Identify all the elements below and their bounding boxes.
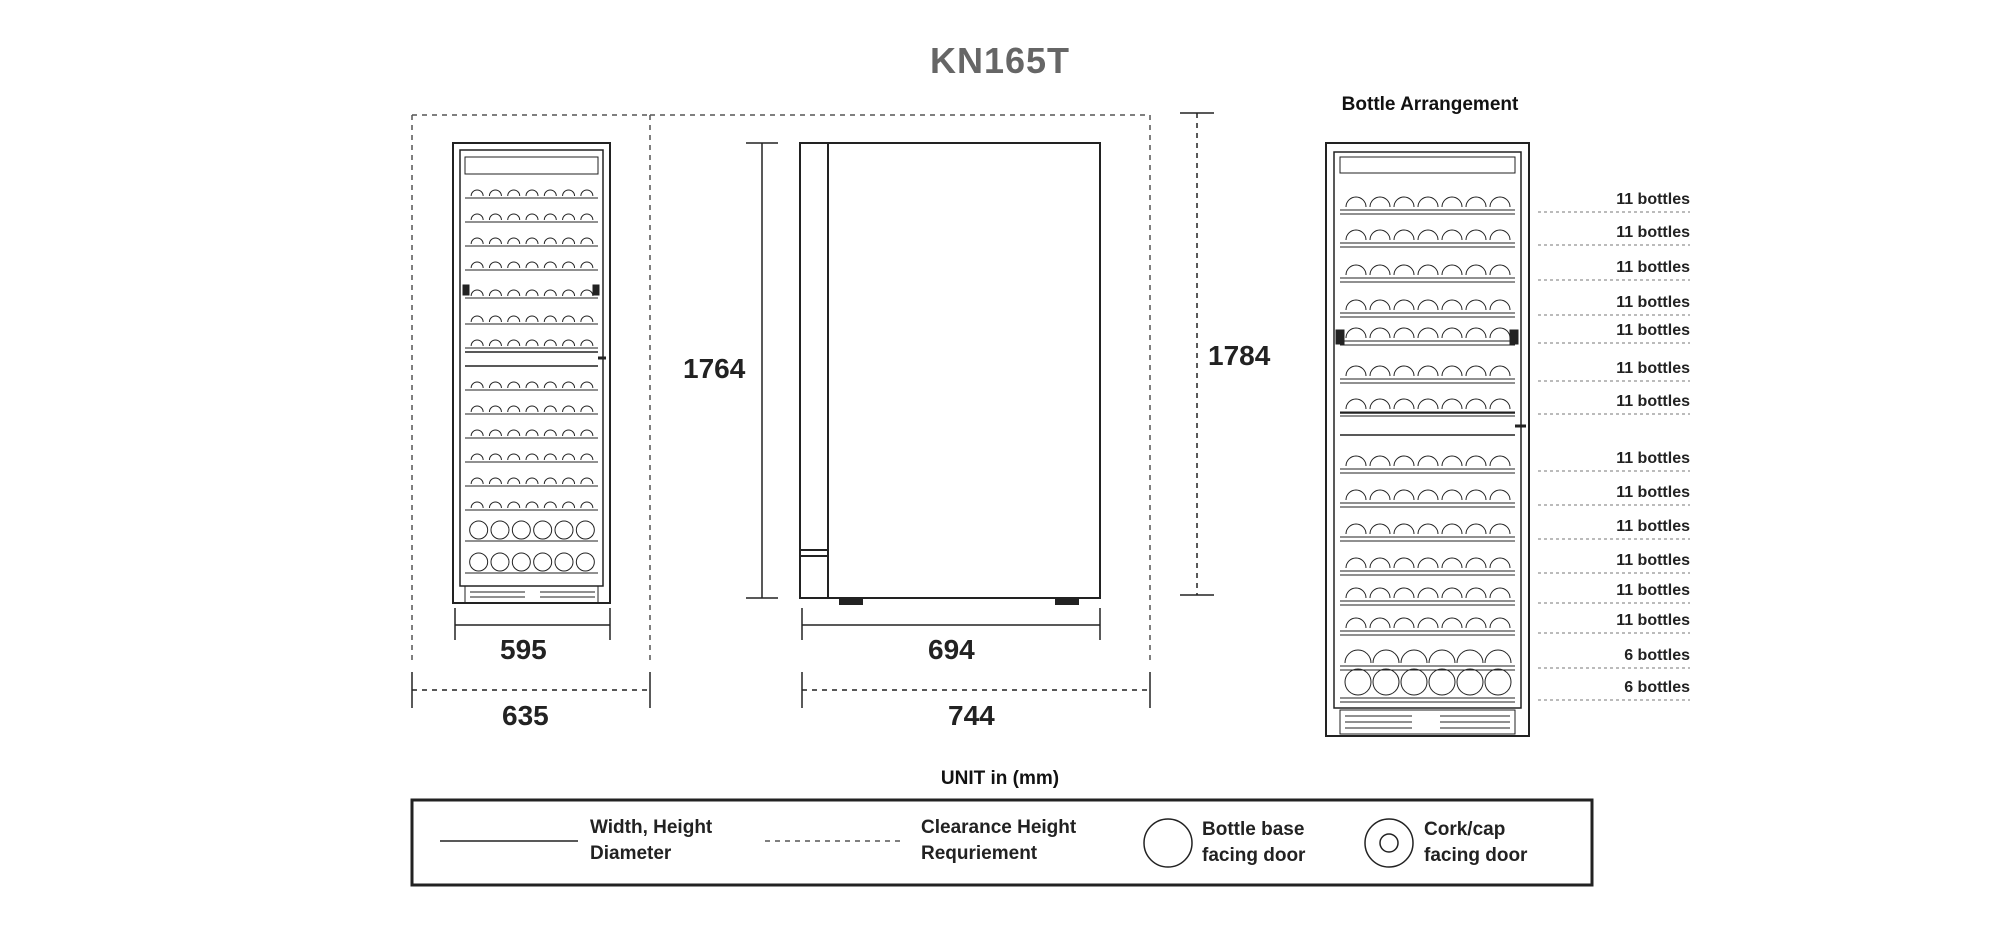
front-shelf-row [465,237,598,247]
arrangement-shelf-row [1340,327,1515,346]
front-clearance-width-label: 635 [502,700,549,731]
legend-dashed-line1: Clearance Height [921,817,1077,838]
legend-circle-text: Bottle base facing door [1202,817,1305,869]
legend-circle-line1: Bottle base [1202,819,1305,840]
clearance-box-front [411,114,651,665]
legend-cork-line1: Cork/cap [1424,819,1506,840]
arrangement-shelves [1335,196,1519,703]
legend-solid-line1: Width, Height [590,817,713,838]
bottle-row-label: 11 bottles [1616,484,1690,501]
arrangement-shelf-row [1340,523,1515,542]
side-clearance-depth-label: 744 [948,700,995,731]
arrangement-shelf-row [1340,668,1515,703]
bottle-row-label: 11 bottles [1616,259,1690,276]
front-shelf-row [465,552,598,574]
arrangement-shelf-row [1340,617,1515,636]
bottle-row-label: 11 bottles [1616,191,1690,208]
arrangement-shelf-row [1340,489,1515,508]
front-shelf-row [465,315,598,325]
arrangement-shelf-row [1340,229,1515,248]
legend-cork-outer-icon [1364,818,1414,868]
arrangement-shelf-row [1340,398,1515,417]
bottle-row-label: 11 bottles [1616,294,1690,311]
legend-bottle-base-icon [1143,818,1193,868]
front-view-cabinet [452,142,611,604]
arrangement-shelf-row [1340,365,1515,384]
legend-solid-line2: Diameter [590,843,672,864]
side-depth-label: 694 [928,634,975,665]
front-shelves [462,189,600,574]
legend-dashed-line2: Requriement [921,843,1038,864]
arrangement-shelf-row [1340,299,1515,318]
bottle-row-label: 6 bottles [1624,647,1690,664]
front-width-label: 595 [500,634,547,665]
dim-line-clearance-height [1180,112,1214,596]
arrangement-shelf-row [1340,649,1515,671]
dim-line-height [746,142,778,599]
arrangement-shelf-row [1340,557,1515,576]
dim-line-front-width [454,608,611,640]
legend-dashed-text: Clearance Height Requriement [921,815,1076,867]
bottle-row-label: 11 bottles [1616,518,1690,535]
arrangement-shelf-row [1340,196,1515,215]
arrangement-shelf-row [1340,587,1515,606]
front-shelf-row [465,477,598,487]
bottle-row-label: 11 bottles [1616,322,1690,339]
bottle-row-label: 6 bottles [1624,679,1690,696]
arrangement-shelf-row [1340,264,1515,283]
front-shelf-row [465,189,598,199]
dim-line-side-depth [801,608,1101,640]
front-shelf-row [465,520,598,542]
front-shelf-row [465,501,598,511]
arrangement-leader-lines [1538,211,1690,701]
legend-cork-text: Cork/cap facing door [1424,817,1527,869]
front-shelf-row [465,381,598,391]
dim-line-side-clearance [801,672,1151,708]
front-shelf-row [465,261,598,271]
model-title: KN165T [929,40,1071,81]
side-view-cabinet [799,142,1101,605]
clearance-box-side [650,114,1151,665]
bottle-row-label: 11 bottles [1616,612,1690,629]
front-shelf-row [465,213,598,223]
side-height-label: 1764 [683,353,746,384]
front-shelf-row [465,339,598,349]
unit-label: UNIT in (mm) [940,768,1060,789]
legend-box [410,798,1594,887]
legend-solid-text: Width, Height Diameter [590,815,712,867]
front-shelf-row [465,405,598,415]
bottle-arrangement-heading: Bottle Arrangement [1341,94,1519,115]
bottle-row-label: 11 bottles [1616,582,1690,599]
front-shelf-row [465,453,598,463]
front-shelf-row [465,429,598,439]
legend-cork-inner-icon [1379,833,1399,853]
bottle-row-label: 11 bottles [1616,552,1690,569]
front-shelf-row [465,289,598,299]
bottle-row-label: 11 bottles [1616,450,1690,467]
bottle-row-label: 11 bottles [1616,224,1690,241]
arrangement-shelf-row [1340,455,1515,474]
legend-circle-line2: facing door [1202,845,1306,866]
bottle-row-label: 11 bottles [1616,393,1690,410]
dim-line-front-clearance [411,672,651,708]
arrangement-cabinet [1325,142,1530,737]
bottle-row-label: 11 bottles [1616,360,1690,377]
clearance-height-label: 1784 [1208,340,1271,371]
legend-cork-line2: facing door [1424,845,1528,866]
